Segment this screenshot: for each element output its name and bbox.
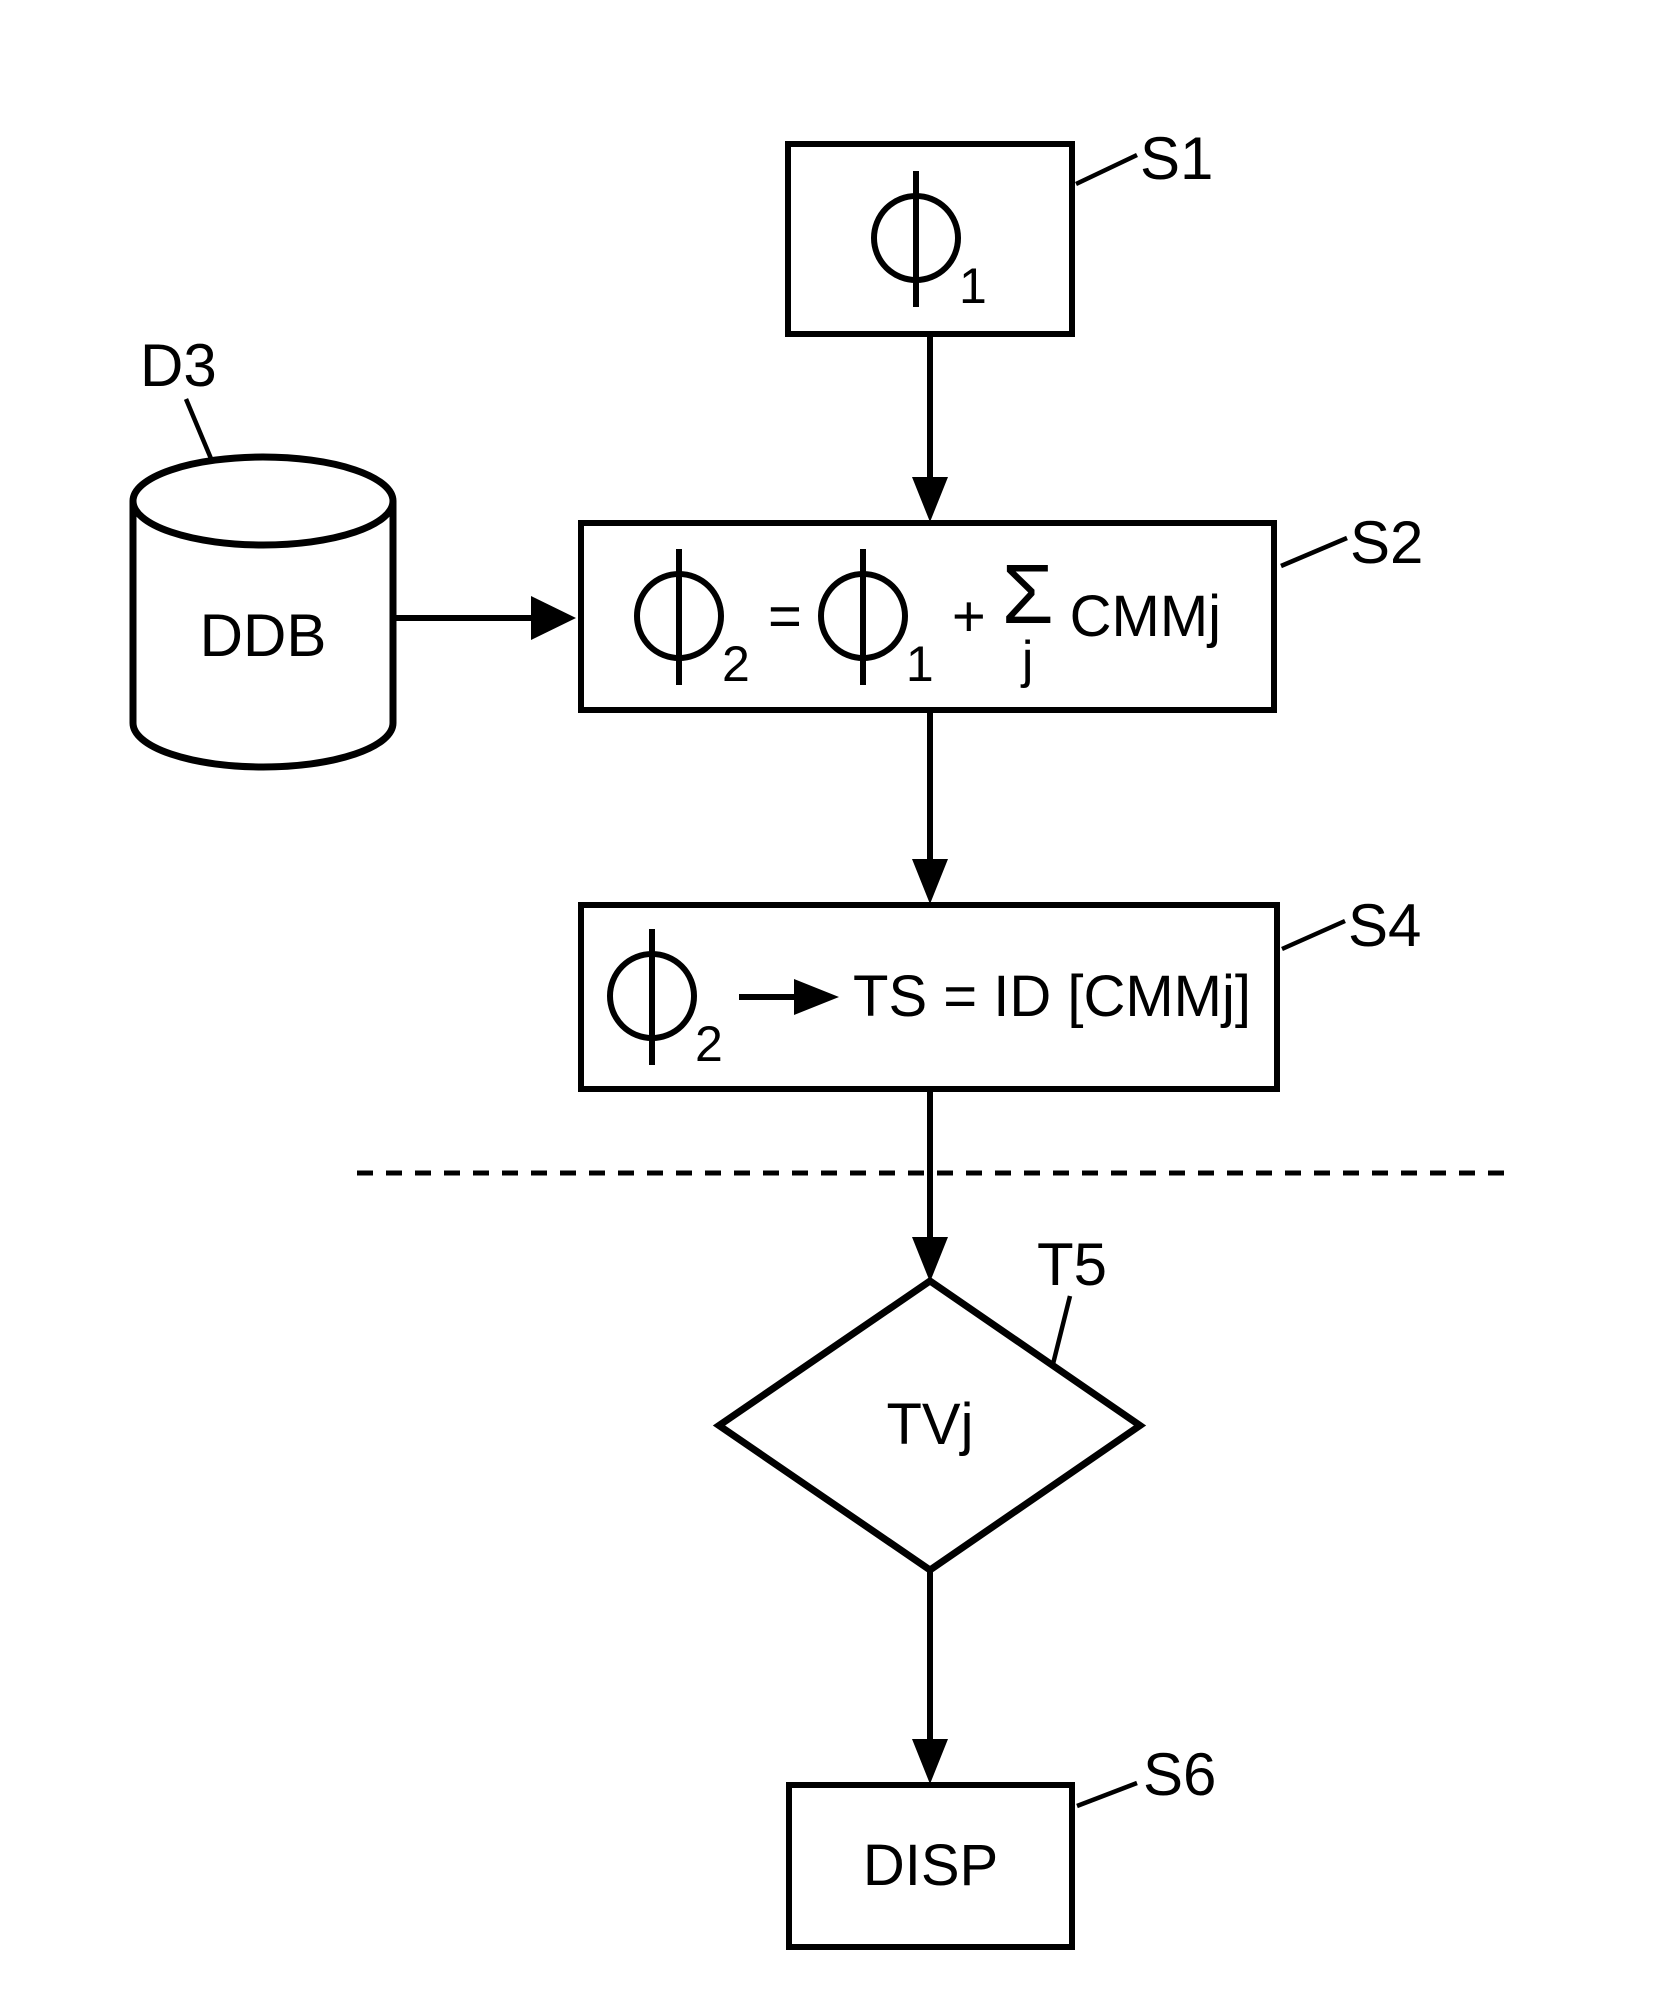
ref-label-s6: S6 <box>1143 1741 1217 1808</box>
arrow-s1-to-s2 <box>912 337 948 522</box>
arrow-ddb-to-s2 <box>393 596 576 640</box>
phi-subscript: 2 <box>721 635 750 692</box>
database-name: DDB <box>199 602 327 669</box>
phi-bar-icon <box>675 548 682 685</box>
leader-t5 <box>1050 1295 1073 1365</box>
arrow-diamond-to-s6 <box>912 1570 948 1784</box>
step-box-s6: DISP <box>786 1782 1075 1950</box>
s6-action-text: DISP <box>862 1833 999 1898</box>
phi-symbol: 2 <box>633 548 752 689</box>
arrow-s4-to-diamond <box>912 1092 948 1282</box>
sigma-icon: Σ <box>1001 546 1054 641</box>
s4-expression: 2 TS = ID [CMMj] <box>607 929 1251 1069</box>
step-box-s1: 1 <box>785 141 1075 337</box>
phi-symbol: 1 <box>871 171 989 311</box>
leader-s6 <box>1076 1780 1138 1809</box>
right-arrow-icon <box>739 979 840 1015</box>
decision-condition-text: TVj <box>886 1392 974 1457</box>
s4-expression-text: TS = ID [CMMj] <box>853 964 1251 1029</box>
leader-s1 <box>1075 152 1138 187</box>
phi-subscript: 1 <box>905 635 934 692</box>
ref-label-t5: T5 <box>1037 1231 1108 1298</box>
phi-bar-icon <box>649 929 656 1065</box>
phi-bar-icon <box>859 548 866 685</box>
ref-label-d3: D3 <box>140 332 217 399</box>
sigma-index: j <box>1021 631 1034 690</box>
plus-sign: + <box>951 583 986 649</box>
phi-symbol: 2 <box>607 929 725 1069</box>
phi-subscript: 1 <box>959 258 987 314</box>
phi-bar-icon <box>913 171 919 307</box>
phi-symbol: 1 <box>817 548 936 689</box>
summand-text: CMMj <box>1069 583 1222 649</box>
ref-label-s4: S4 <box>1348 892 1422 959</box>
leader-s4 <box>1281 918 1346 952</box>
equals-sign: = <box>767 583 802 649</box>
sigma-sum-symbol: Σ j <box>1001 546 1054 690</box>
s2-formula: 2 = 1 + Σ j CMMj <box>633 546 1222 690</box>
leader-lines <box>183 152 1348 1809</box>
ref-label-s1: S1 <box>1140 125 1214 192</box>
leader-s2 <box>1280 535 1348 569</box>
arrow-s2-to-s4 <box>912 713 948 904</box>
step-box-s2: 2 = 1 + Σ j CMMj <box>578 520 1277 713</box>
ref-label-s2: S2 <box>1350 509 1424 576</box>
database-cylinder-shape <box>129 453 397 771</box>
step-box-s4: 2 TS = ID [CMMj] <box>578 902 1280 1092</box>
phi-subscript: 2 <box>695 1016 723 1072</box>
leader-d3 <box>183 398 215 462</box>
